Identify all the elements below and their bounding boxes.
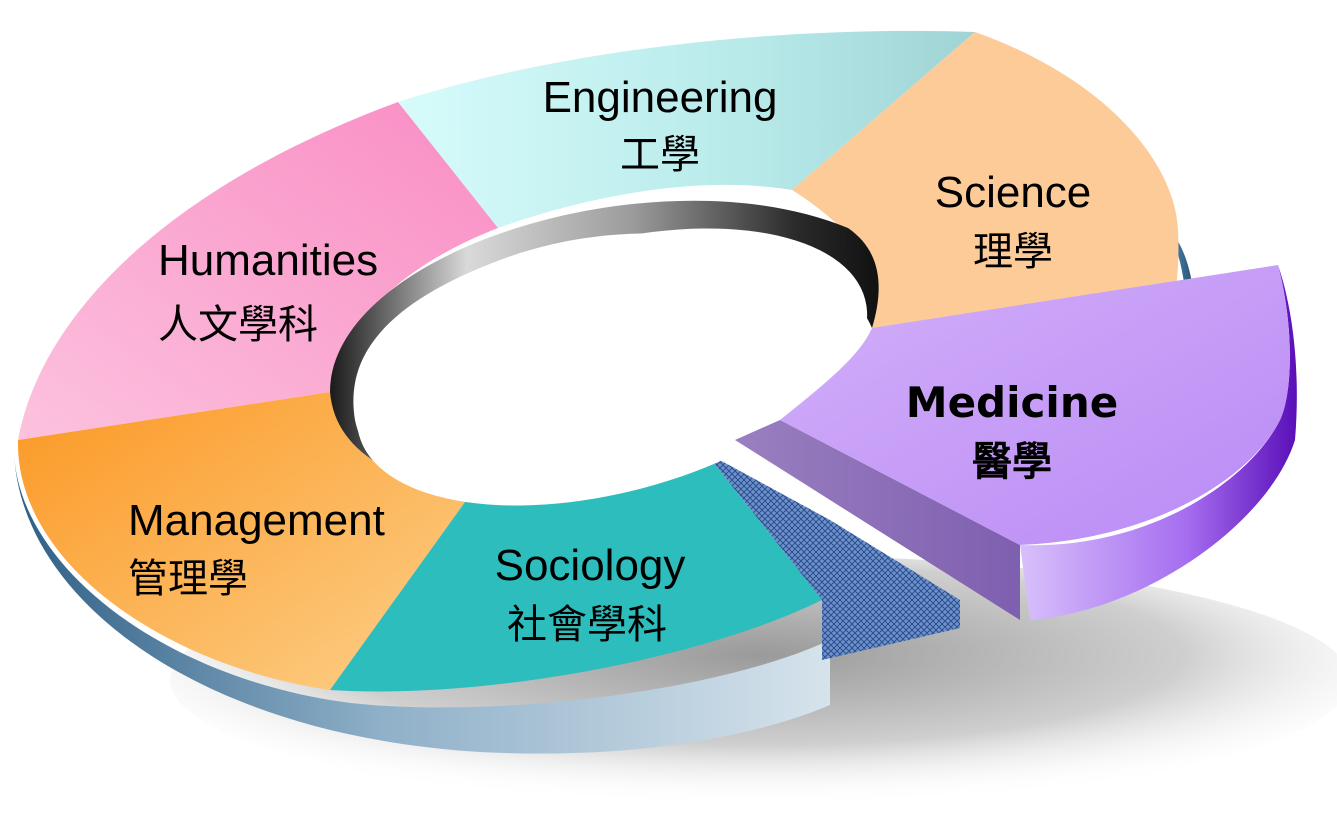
label-medicine-en: Medicine [906,378,1118,427]
segment-medicine [780,265,1290,545]
ring-inner-wall [330,200,879,495]
label-management-zh: 管理學 [128,557,248,601]
label-humanities-en: Humanities [158,236,378,285]
segment-management [17,392,470,690]
label-medicine-zh: 醫學 [972,440,1052,484]
label-management-en: Management [128,496,385,545]
label-sociology-en: Sociology [495,541,686,590]
segment-humanities [18,102,498,440]
ring-hole [356,228,868,506]
label-science-en: Science [935,168,1092,217]
ring-outer-side [14,452,830,754]
segment-engineering [398,30,975,228]
segment-science [792,32,1179,328]
segment-sociology [330,452,822,692]
medicine-inner-face [735,420,1020,620]
label-humanities-zh: 人文學科 [158,303,318,347]
label-engineering-zh: 工學 [620,133,700,177]
medicine-outer-side [1020,265,1297,620]
label-science-zh: 理學 [973,230,1053,274]
label-engineering-en: Engineering [543,73,778,122]
medicine-gap-hatch [705,452,960,660]
label-sociology-zh: 社會學科 [507,603,667,647]
